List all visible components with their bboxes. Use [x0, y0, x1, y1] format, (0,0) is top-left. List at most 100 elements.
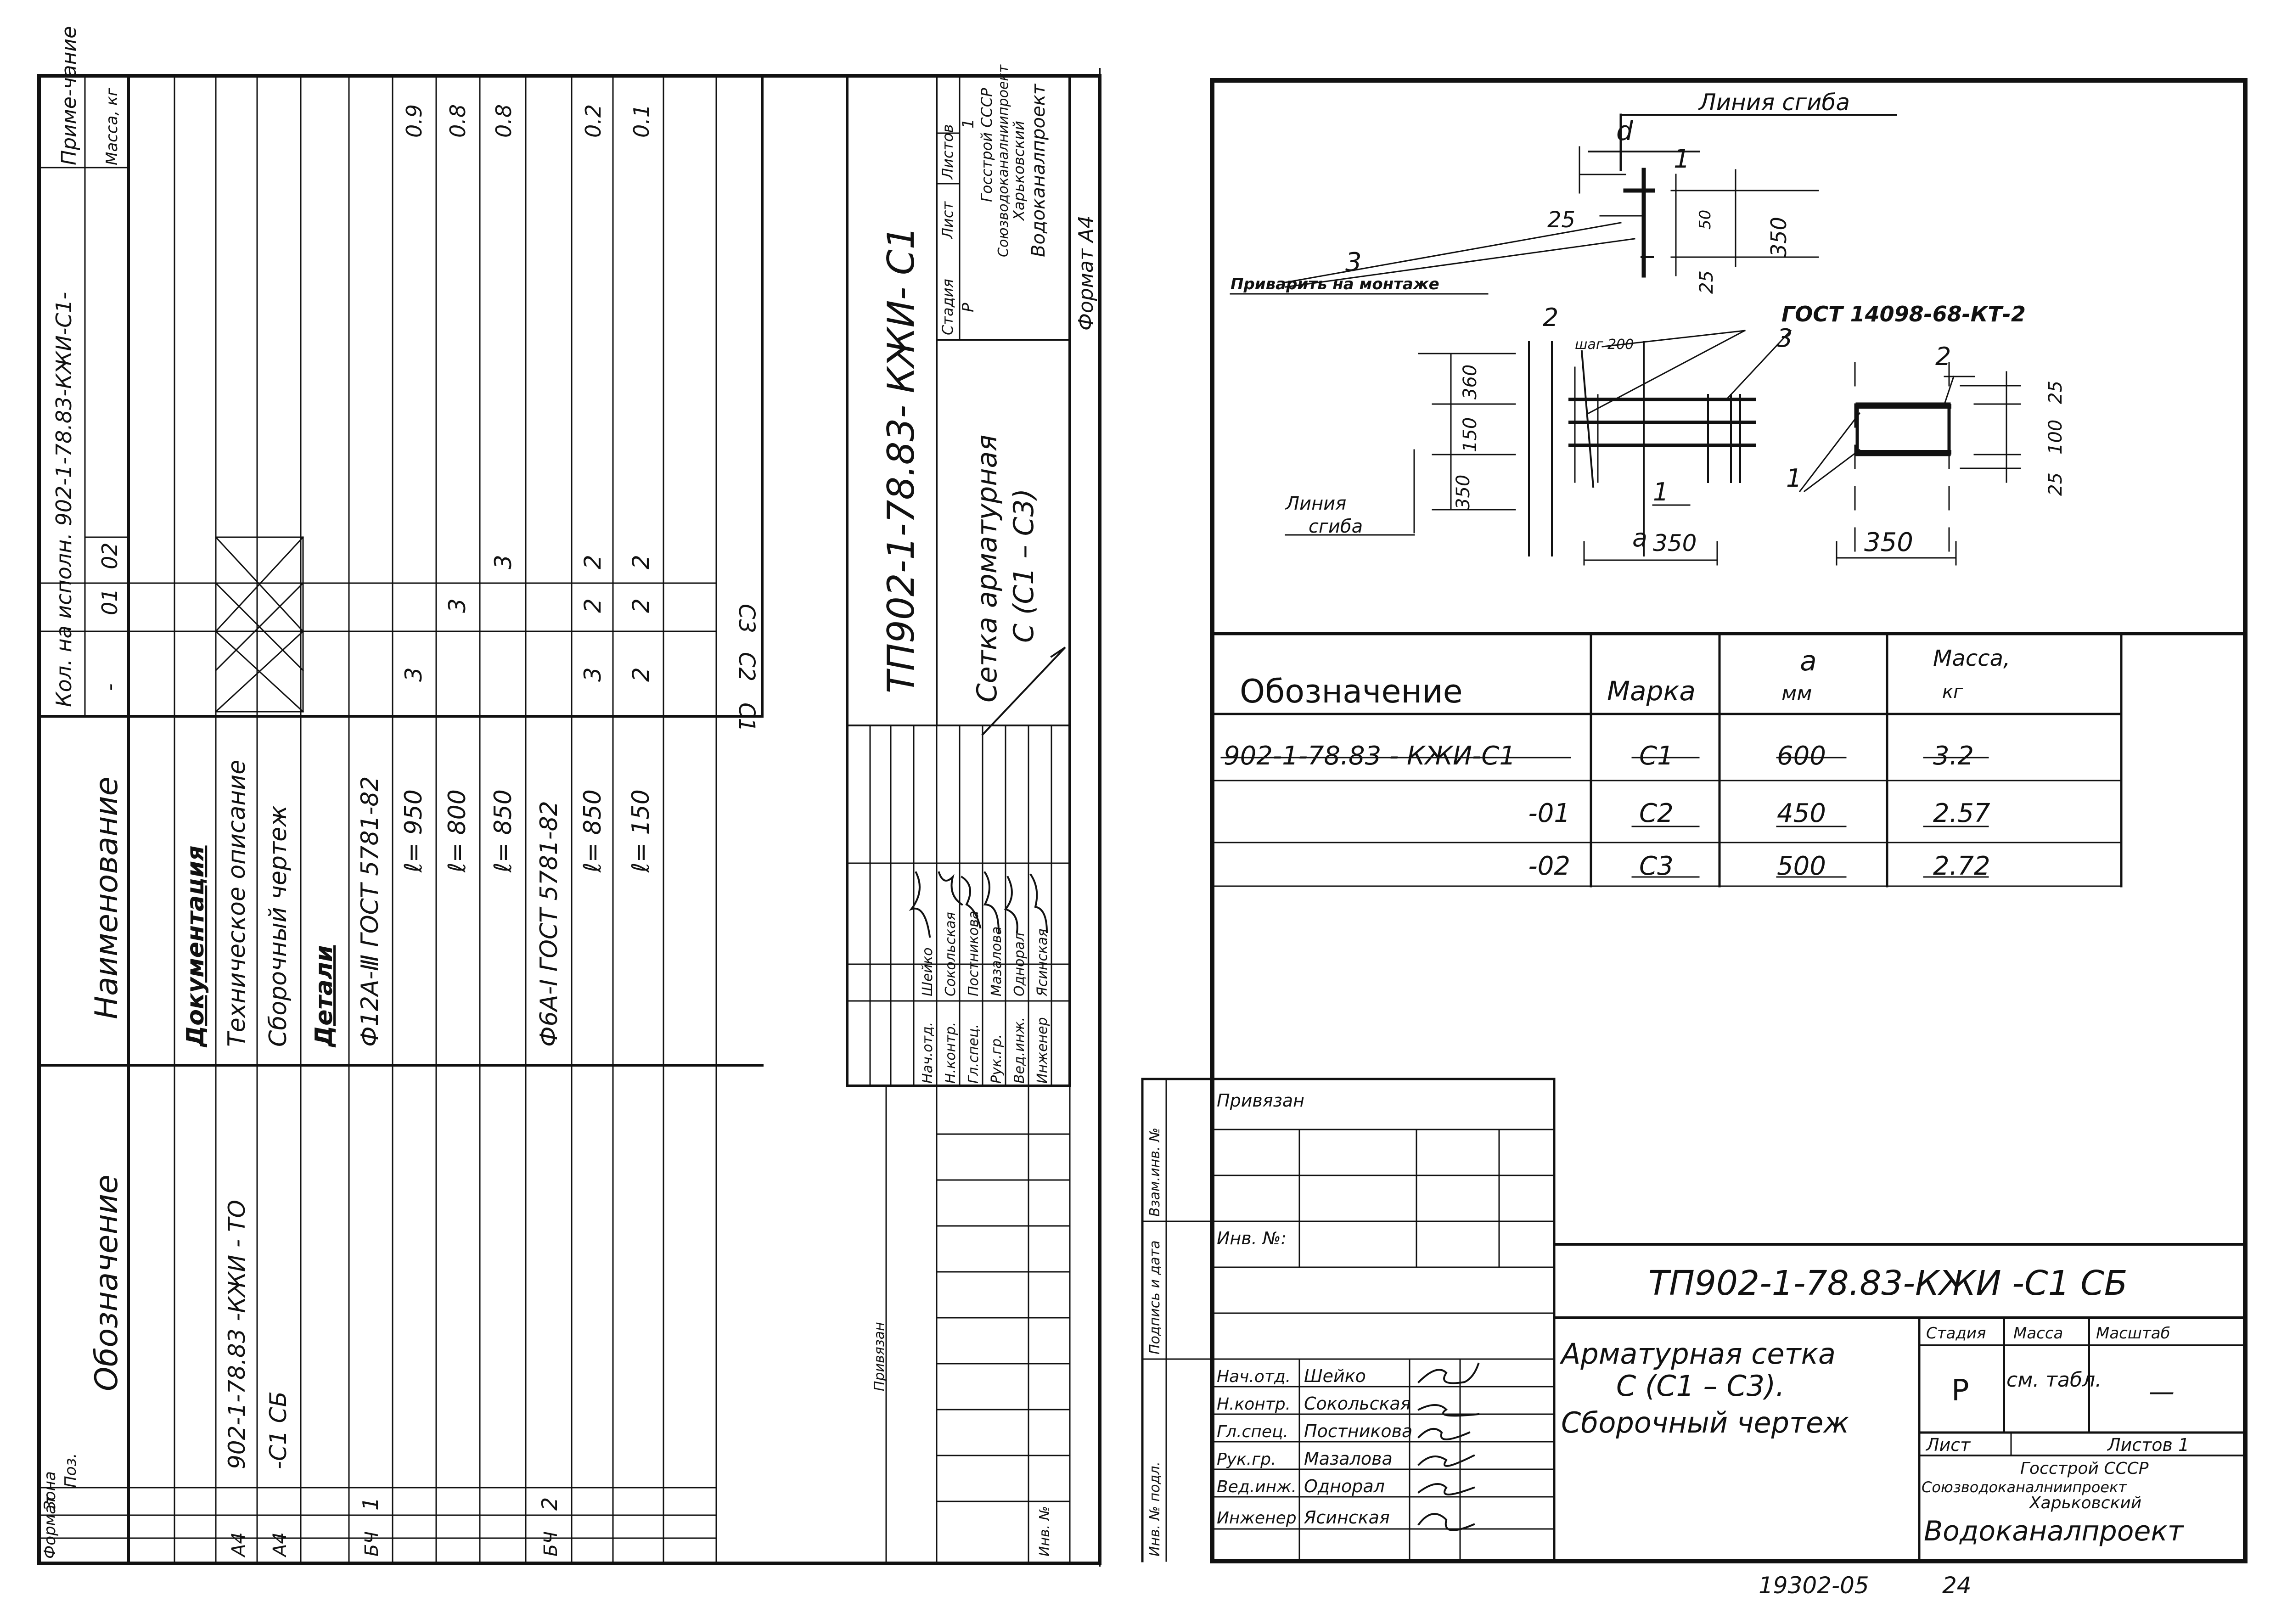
left-stamp-org-1: Госстрой СССР: [978, 88, 995, 202]
left-name-2: Постникова: [966, 910, 982, 996]
right-org-1: Госстрой СССР: [2020, 1459, 2149, 1478]
left-name-4: Однорал: [1011, 933, 1028, 996]
left-role-1: Н.контр.: [943, 1022, 959, 1084]
right-inv-no: Инв. №:: [1217, 1228, 1287, 1248]
mt-row-0-a: 600: [1777, 741, 1826, 771]
mark-table: [1210, 632, 2247, 888]
spec-row-3-name: Детали: [310, 945, 338, 1048]
mt-row-0-mass: 3.2: [1933, 741, 1974, 771]
spec-table: [38, 74, 764, 1565]
spec-row-2-format: А4: [270, 1532, 291, 1558]
left-stamp-sheet-h: Лист: [939, 201, 956, 239]
hdr-designation: Обозначение: [89, 1174, 125, 1391]
mt-h-a-unit: мм: [1781, 682, 1812, 705]
left-stamp-stage: Р: [959, 303, 978, 312]
right-sheet: [1141, 78, 2248, 1563]
spec-row-7-q2: 3: [490, 555, 517, 569]
detail-mesh: [1285, 329, 1792, 566]
right-stage-h: Стадия: [1926, 1324, 1986, 1343]
margin-label-1: Взам.инв. №: [1147, 1128, 1163, 1217]
hdr-note: Приме-чание: [57, 26, 81, 165]
footer-page: 24: [1942, 1572, 1972, 1599]
title-block: [1141, 1078, 2247, 1562]
mt-row-0-designation: 902-1-78.83 - КЖИ-С1: [1224, 741, 1516, 771]
right-role-1: Н.контр.: [1217, 1395, 1291, 1414]
dim-1-mesh: 1: [1653, 478, 1669, 506]
spec-row-4-pos: 1: [358, 1497, 383, 1511]
spec-row-9-q0: 3: [579, 667, 606, 682]
step-note: шаг 200: [1575, 337, 1634, 353]
left-stamp-org-2: Союзводоканалниипроект: [995, 64, 1011, 257]
spec-row-10-q1: 2: [628, 598, 654, 613]
mark-label-c3: С3: [734, 604, 759, 633]
mt-h-mark: Марка: [1607, 675, 1696, 707]
right-mass-h: Масса: [2013, 1324, 2063, 1343]
hdr-pos: Поз.: [62, 1453, 80, 1488]
hdr-qty-0: -: [97, 683, 122, 691]
right-role-4: Вед.инж.: [1217, 1478, 1297, 1496]
right-name-2: Постникова: [1304, 1421, 1412, 1441]
left-signatures: [909, 646, 1066, 938]
spec-row-0-name: Документация: [182, 845, 209, 1048]
spec-row-4-name: Ф12А-Ⅲ ГОСТ 5781-82: [356, 776, 384, 1047]
right-org-2: Союзводоканалниипроект: [1922, 1478, 2127, 1496]
right-frame: [1210, 78, 2248, 1563]
spec-row-10-q0: 2: [628, 667, 654, 682]
right-org-4: Водоканалпроект: [1924, 1515, 2185, 1547]
dim-1-top: 1: [1674, 144, 1690, 174]
crossed-cells: [214, 536, 304, 713]
right-name-3: Мазалова: [1304, 1449, 1393, 1469]
detail-top: [1230, 113, 1897, 295]
spec-row-7-name: ℓ= 850: [489, 789, 517, 873]
right-stamp-code: ТП902-1-78.83-КЖИ -С1 СБ: [1648, 1264, 2128, 1303]
spec-row-10-note: 0.1: [629, 104, 654, 138]
dim-350c: 350: [1653, 530, 1697, 556]
spec-row-8-pos: 2: [537, 1497, 562, 1511]
spec-row-9-q1: 2: [579, 598, 606, 613]
dim-25d: 25: [2045, 472, 2066, 496]
right-stage: Р: [1951, 1374, 1969, 1408]
left-stamp-org-3: Харьковский: [1010, 121, 1028, 221]
hdr-zone: Зона: [41, 1471, 59, 1511]
spec-row-10-name: ℓ= 150: [627, 789, 655, 873]
left-stamp-inv: Инв. №: [1037, 1506, 1053, 1557]
weld-note: Приварить на монтаже: [1231, 275, 1439, 293]
right-scale-h: Масштаб: [2096, 1324, 2170, 1343]
mt-row-1-designation: -01: [1528, 798, 1570, 828]
dim-350a: 350: [1766, 217, 1791, 257]
right-org-3: Харьковский: [2029, 1494, 2141, 1512]
right-signatures: [1417, 1362, 1480, 1531]
spec-row-8-format: БЧ: [540, 1531, 562, 1557]
mt-row-0-mark: С1: [1639, 741, 1674, 771]
spec-row-2-name: Сборочный чертеж: [264, 805, 292, 1047]
right-stamp-title-1: Арматурная сетка: [1559, 1337, 1836, 1371]
left-role-3: Рук.гр.: [989, 1034, 1005, 1084]
bend-line-2b: сгиба: [1309, 516, 1363, 537]
detail-side: [1798, 362, 2021, 566]
mark-label-c2: С2: [734, 652, 759, 681]
left-stamp-title-2: С (С1 – С3): [1008, 489, 1040, 643]
dim-150: 150: [1460, 417, 1481, 452]
hdr-format: Формат: [41, 1495, 59, 1559]
dim-350b: 350: [1453, 475, 1474, 510]
dim-2-top: 2: [1543, 303, 1558, 332]
left-sheet: [37, 74, 1101, 1565]
bend-line-2a: Линия: [1285, 493, 1346, 514]
left-stamp-sheets: 1: [959, 118, 978, 129]
margin-label-2: Подпись и дата: [1147, 1241, 1163, 1355]
hdr-name: Наименование: [89, 777, 125, 1019]
mt-row-2-mark: С3: [1639, 851, 1674, 881]
right-role-2: Гл.спец.: [1217, 1422, 1288, 1441]
left-stamp-format: Формат А4: [1074, 215, 1098, 331]
hdr-qty-2: 02: [97, 542, 122, 569]
left-role-5: Инженер: [1034, 1017, 1051, 1084]
mt-row-1-a: 450: [1777, 798, 1826, 828]
spec-row-6-q1: 3: [444, 598, 471, 613]
left-role-4: Вед.инж.: [1011, 1017, 1028, 1084]
mt-row-2-designation: -02: [1528, 851, 1570, 881]
dim-25b: 25: [1696, 270, 1717, 294]
right-mass: см. табл.: [2006, 1368, 2102, 1392]
left-name-0: Шейко: [920, 947, 936, 996]
spec-row-1-designation: 902-1-78.83 -КЖИ - ТО: [224, 1200, 250, 1469]
